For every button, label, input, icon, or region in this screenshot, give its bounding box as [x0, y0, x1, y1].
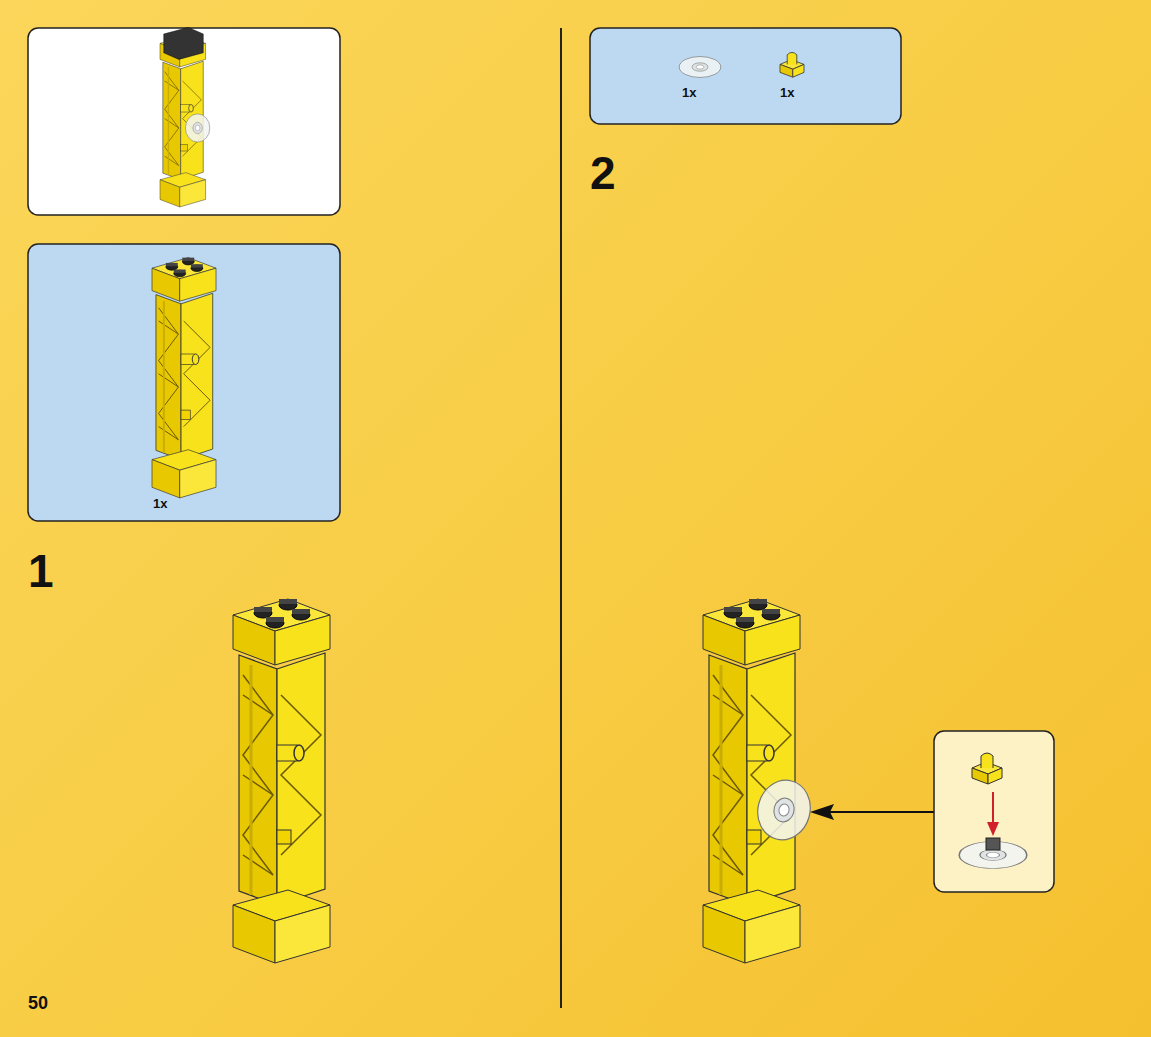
page-number: 50	[28, 994, 48, 1012]
part-count: 1x	[780, 86, 794, 99]
part-count: 1x	[682, 86, 696, 99]
step-number: 1	[28, 548, 54, 594]
part-count: 1x	[153, 497, 167, 510]
step-number: 2	[590, 150, 616, 196]
